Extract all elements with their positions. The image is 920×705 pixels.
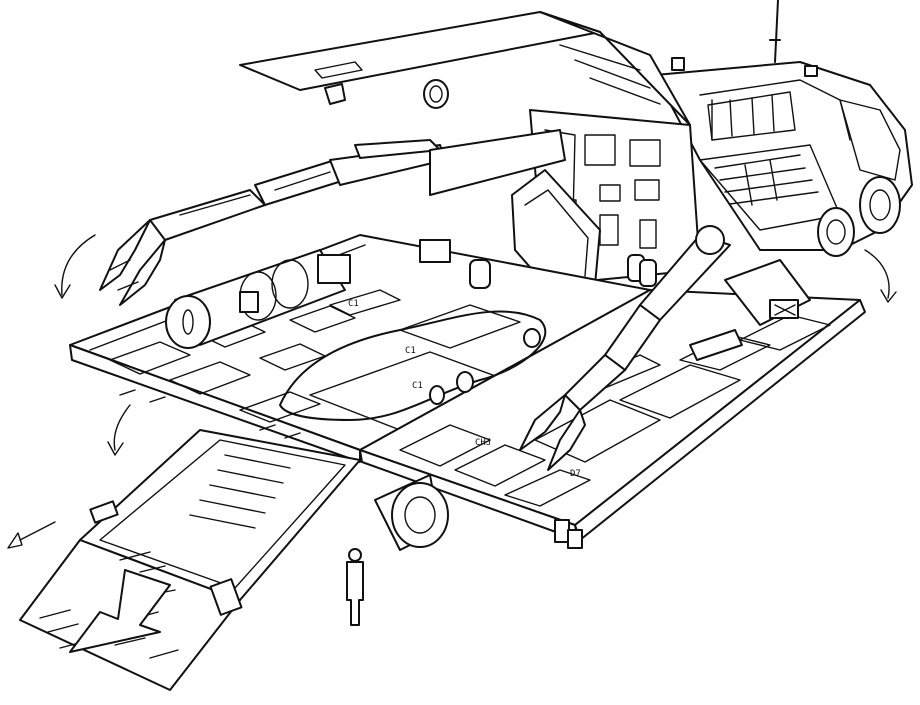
control-bulkhead bbox=[511, 109, 701, 291]
right-manipulator-arm bbox=[519, 225, 811, 471]
cable-loop bbox=[279, 310, 547, 421]
floor-marking-chj: CHJ bbox=[475, 438, 491, 448]
canisters bbox=[419, 239, 657, 289]
scale-figure bbox=[346, 548, 364, 626]
roof-hatch bbox=[239, 11, 691, 126]
floor-marking-d7: D7 bbox=[570, 469, 581, 479]
fuel-cylinder bbox=[165, 249, 351, 349]
floor-marking-c1-a: C1 bbox=[405, 346, 416, 356]
motion-arrows bbox=[7, 234, 897, 549]
floor-marking-c1-b: C1 bbox=[348, 299, 359, 309]
left-manipulator-arm bbox=[99, 129, 566, 306]
cargo-deck-right: CHJ D7 bbox=[359, 289, 866, 549]
truck-cab bbox=[654, 0, 913, 257]
loading-ramp bbox=[19, 429, 361, 691]
rear-wheel bbox=[374, 474, 449, 551]
floor-marking-c1-c: C1 bbox=[412, 381, 423, 391]
